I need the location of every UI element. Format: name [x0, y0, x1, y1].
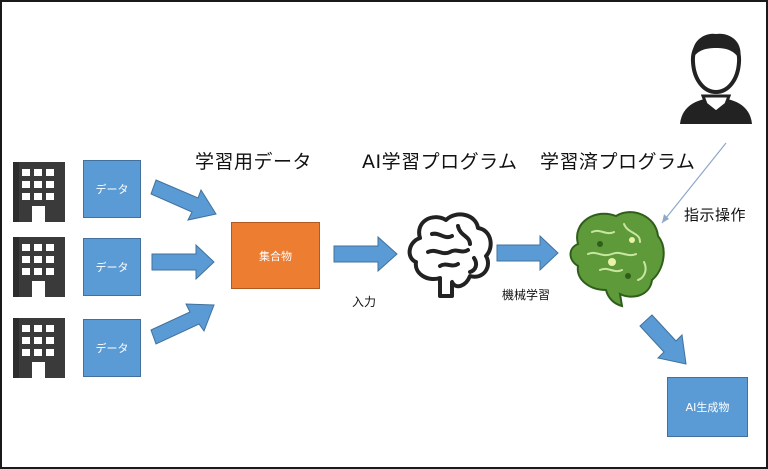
aggregate-box-label: 集合物	[259, 249, 292, 263]
ai-output-box: AI生成物	[667, 377, 748, 437]
arrow-data3-to-aggregate	[150, 303, 215, 345]
arrow-trained-to-output	[639, 314, 687, 365]
label-input: 入力	[352, 295, 377, 309]
data-box-2: データ	[83, 238, 141, 296]
brain-outline-icon	[407, 212, 493, 298]
instruction-line	[661, 142, 727, 224]
arrow-ai-program-to-trained	[496, 234, 559, 272]
label-instruction: 指示操作	[684, 206, 747, 224]
heading-trained-program: 学習済プログラム	[540, 151, 696, 173]
data-box-2-label: データ	[95, 261, 129, 274]
data-box-3-label: データ	[95, 342, 129, 355]
data-box-1: データ	[83, 160, 141, 218]
person-icon	[680, 33, 752, 124]
building-icon	[13, 162, 65, 222]
arrow-data1-to-aggregate	[150, 179, 217, 221]
green-brain-icon	[569, 211, 665, 308]
heading-training-data: 学習用データ	[195, 151, 313, 173]
arrow-data2-to-aggregate	[151, 243, 215, 281]
arrow-aggregate-to-ai-program	[333, 235, 398, 273]
instruction-line-arrowhead	[662, 214, 669, 223]
label-machine-learning: 機械学習	[502, 288, 551, 302]
aggregate-box: 集合物	[231, 222, 320, 289]
data-box-3: データ	[83, 319, 141, 377]
ai-output-box-label: AI生成物	[685, 401, 730, 414]
heading-ai-program: AI学習プログラム	[362, 151, 518, 173]
building-icon	[13, 318, 65, 378]
data-box-1-label: データ	[95, 183, 129, 196]
building-icon	[13, 237, 65, 297]
